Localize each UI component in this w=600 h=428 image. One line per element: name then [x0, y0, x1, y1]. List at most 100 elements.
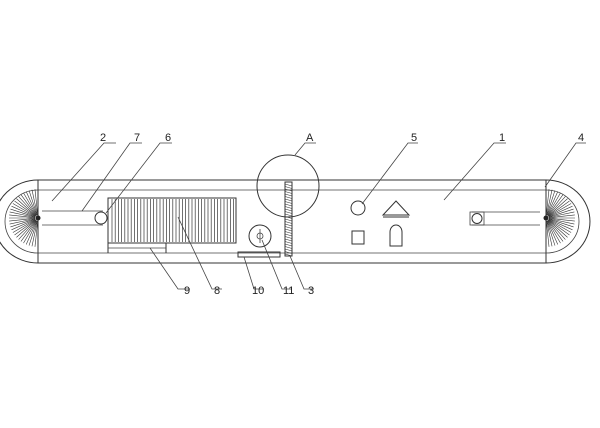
hatch-line [548, 219, 572, 233]
hatch-line [547, 196, 566, 216]
hatch-line [9, 218, 36, 222]
hatch-line [12, 219, 36, 233]
base-plate [107, 243, 167, 253]
arch-icon [389, 224, 403, 247]
left-rod [42, 210, 108, 226]
brush-hub [543, 215, 549, 221]
hatch-line [548, 218, 575, 222]
main-body [0, 179, 591, 264]
hatch-line [284, 223, 293, 227]
right-rod [469, 211, 540, 226]
hatch-line [11, 218, 36, 231]
hatch-line [34, 220, 38, 247]
hatch-line [548, 198, 568, 217]
hatch-line [284, 251, 293, 254]
hatch-line [284, 183, 293, 187]
hatch-line [284, 186, 293, 189]
hatch-line [284, 221, 293, 224]
right-brush [543, 189, 575, 247]
hatch-line [548, 218, 573, 231]
hatch-line [546, 220, 553, 247]
hatch-line [548, 218, 574, 228]
hatch-line [28, 220, 38, 246]
hatch-line [23, 220, 37, 244]
hatch-line [10, 208, 36, 218]
hatch-line [284, 203, 293, 207]
hatch-line [284, 228, 293, 232]
hatch-line [548, 203, 572, 217]
hatch-line [284, 198, 293, 202]
hatch-line [14, 219, 36, 236]
hatch-line [284, 253, 293, 257]
sensor-assembly [237, 224, 281, 258]
hatch-line [11, 205, 36, 218]
hatch-line [18, 196, 37, 216]
hatch-line [16, 198, 36, 217]
label-8: 8 [214, 285, 220, 297]
leader-lines [51, 142, 586, 290]
hatch-line [284, 236, 293, 239]
label-5: 5 [411, 132, 417, 144]
hatch-line [547, 194, 564, 216]
hatch-line [548, 205, 573, 218]
detail-circle-a [256, 154, 320, 218]
hatch-line [284, 238, 293, 242]
hatch-line [548, 200, 570, 217]
hatch-line [284, 201, 293, 204]
hatch-line [548, 219, 570, 236]
label-4: 4 [578, 132, 584, 144]
hatch-line [546, 191, 559, 216]
hatch-line [16, 219, 36, 238]
hatch-line [31, 220, 38, 247]
triangle-icon [381, 200, 411, 216]
hatch-line [284, 241, 293, 244]
label-10: 10 [252, 285, 264, 297]
hatch-line [548, 219, 568, 238]
hatched-block [107, 197, 237, 244]
label-11: 11 [283, 285, 294, 297]
hatch-line [284, 248, 293, 252]
hatch-line [284, 188, 293, 192]
hatch-line [14, 200, 36, 217]
hatch-line [284, 193, 293, 197]
hatch-line [284, 218, 293, 222]
hatch-line [546, 220, 559, 245]
hatch-line [34, 189, 38, 216]
label-9: 9 [184, 285, 190, 297]
hatch-line [547, 192, 561, 216]
hatch-line [284, 208, 293, 212]
hatch-line [12, 203, 36, 217]
hatch-line [546, 189, 550, 216]
labels: 2 7 6 A 5 1 4 9 8 10 11 3 [100, 132, 584, 297]
label-6: 6 [165, 132, 171, 144]
hatch-line [284, 233, 293, 237]
label-3: 3 [308, 285, 314, 297]
hatch-line [284, 246, 293, 249]
hatch-line [10, 218, 36, 228]
hatch-line [547, 220, 561, 244]
hatch-line [284, 226, 293, 229]
hatch-line [547, 220, 564, 242]
hatch-line [547, 220, 566, 240]
vertical-strip [284, 181, 293, 257]
hatch-line [31, 189, 38, 216]
hatch-line [284, 213, 293, 217]
hatch-line [546, 190, 556, 216]
hatch-line [23, 192, 37, 216]
hatch-line [548, 218, 575, 225]
hatch-line [25, 191, 38, 216]
hatch-line [9, 218, 36, 225]
label-a: A [306, 132, 314, 144]
circle-icon [350, 200, 366, 216]
square-icon [351, 230, 365, 245]
hatch-line [284, 243, 293, 247]
hatch-line [284, 206, 293, 209]
hatch-line [548, 208, 574, 218]
hatch-line [284, 191, 293, 194]
hatch-line [284, 211, 293, 214]
left-brush [9, 189, 41, 247]
hatch-line [9, 211, 36, 218]
label-7: 7 [134, 132, 140, 144]
hatch-line [546, 189, 553, 216]
hatch-line [284, 196, 293, 199]
